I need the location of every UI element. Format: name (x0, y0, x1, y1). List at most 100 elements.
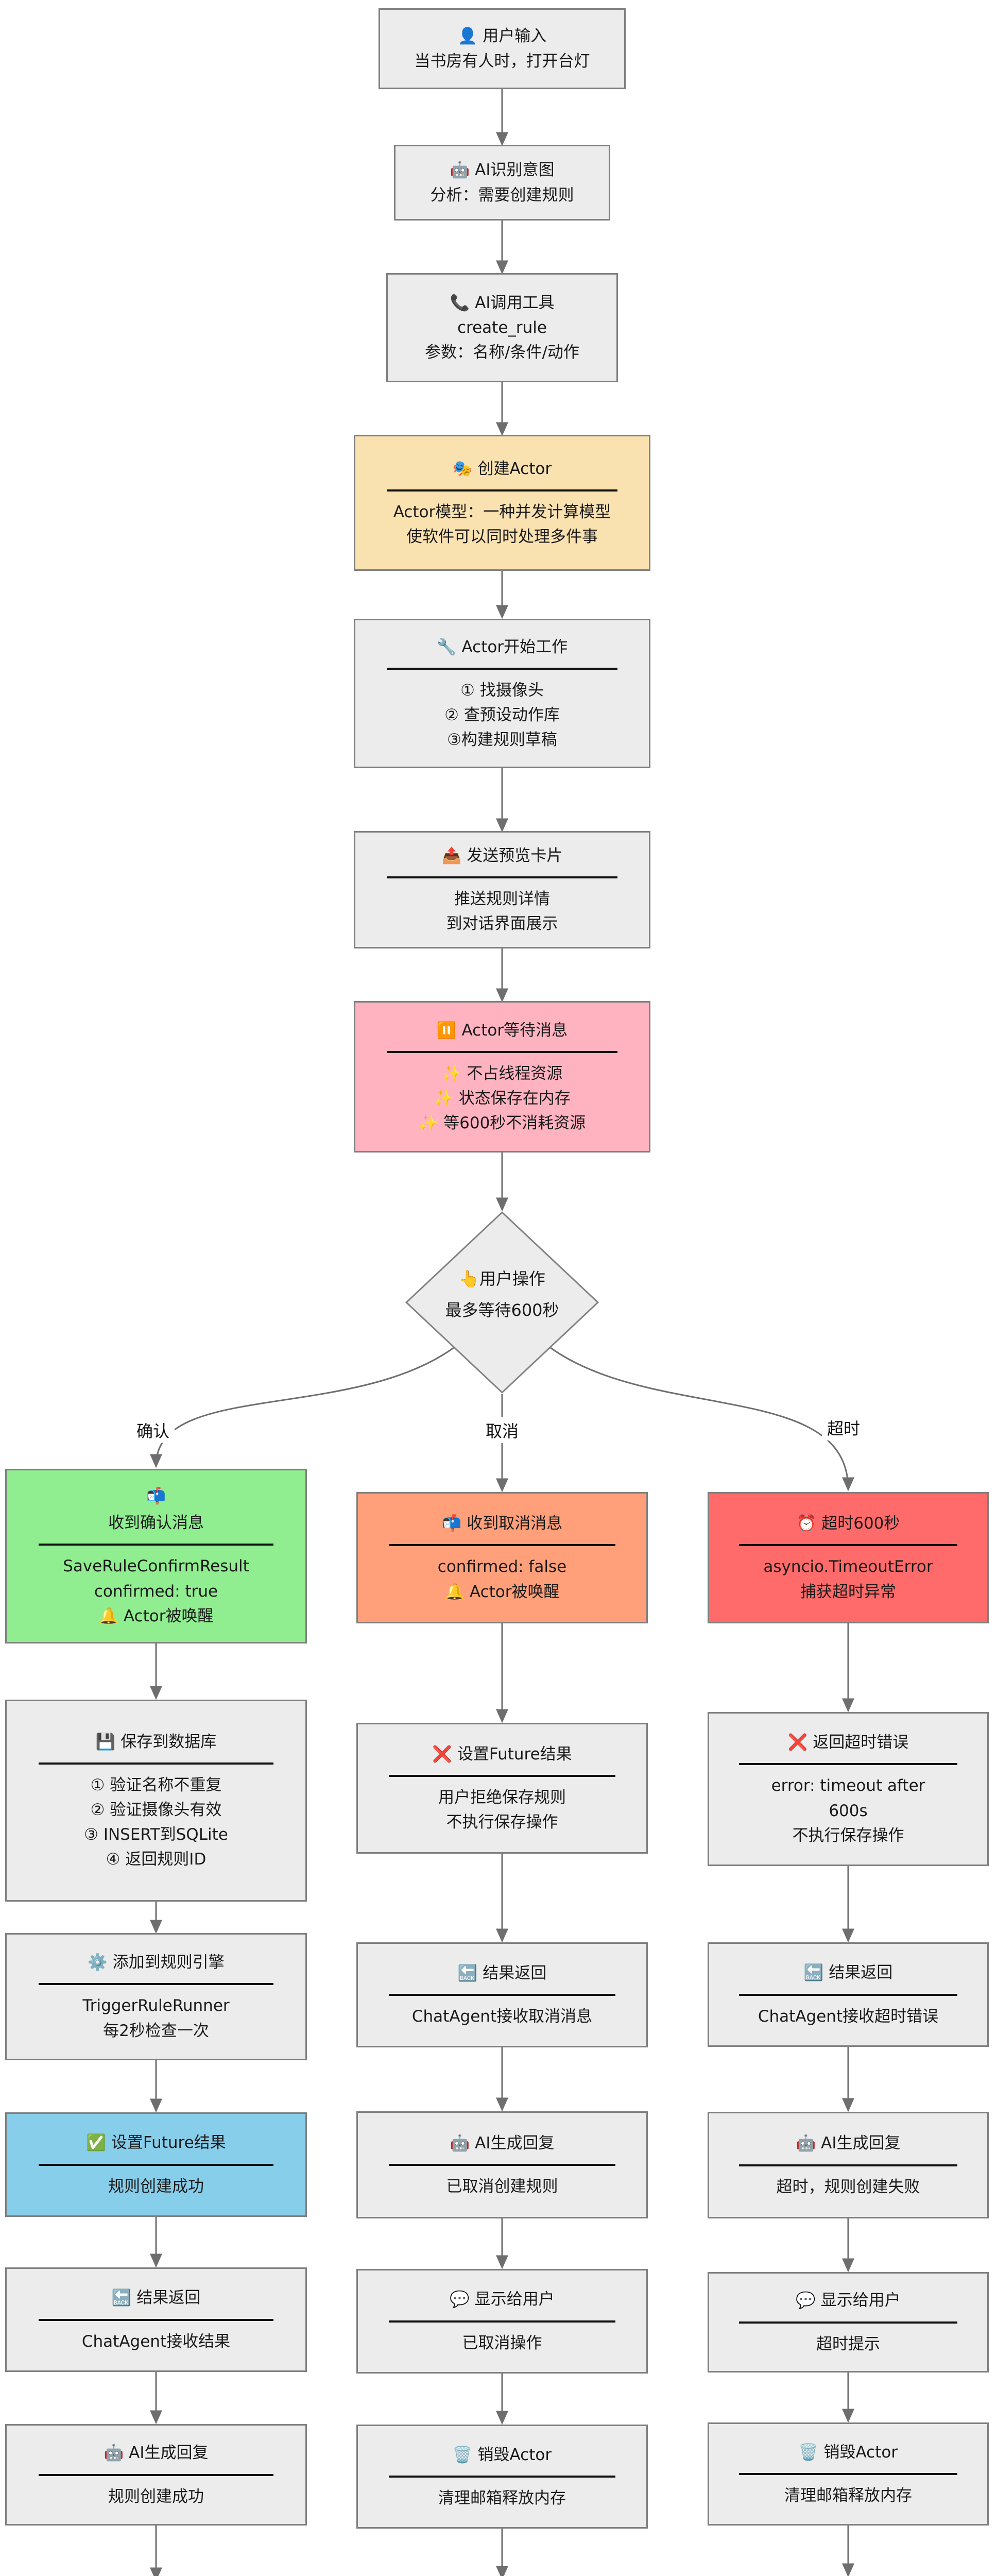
node-divider (386, 489, 618, 492)
node-divider (388, 1544, 616, 1547)
node-add-to-rule-engine-title: ⚙️添加到规则引擎 (88, 1953, 225, 1972)
node-ai-tool-call-title: 📞AI调用工具 (450, 293, 555, 312)
node-send-preview-card: 📤发送预览卡片推送规则详情到对话界面展示 (354, 831, 650, 948)
node-actor-wait-message: ⏸️Actor等待消息 ✨ 不占线程资源 ✨ 状态保存在内存 ✨ 等600秒不消耗资源 (354, 1001, 650, 1153)
robot-icon: 🤖 (450, 2133, 470, 2153)
node-divider (386, 667, 618, 670)
masks-icon: 🎭 (452, 459, 473, 478)
node-divider (739, 1763, 957, 1766)
node-cancel-received-body-line: 🔔 Actor被唤醒 (444, 1582, 560, 1601)
node-confirm-received-title: 📬收到确认消息 (108, 1484, 204, 1535)
node-return-timeout-error-body-line: error: timeout after (771, 1776, 925, 1795)
node-set-future-cancel-title: ❌设置Future结果 (432, 1744, 572, 1764)
decision-title: 👆用户操作 (459, 1269, 545, 1289)
trash-icon: 🗑️ (798, 2443, 819, 2462)
node-save-to-database-body-line: ① 验证名称不重复 (90, 1775, 222, 1794)
node-save-to-database-body-line: ③ INSERT到SQLite (84, 1825, 228, 1844)
node-send-preview-card-body-line: 推送规则详情 (454, 889, 550, 908)
robot-icon: 🤖 (796, 2134, 816, 2153)
node-divider (388, 1994, 616, 1996)
robot-icon: 🤖 (104, 2444, 124, 2463)
node-add-to-rule-engine-body-line: 每2秒检查一次 (103, 2021, 209, 2040)
node-divider (38, 1762, 274, 1765)
node-show-user-timeout-body-line: 超时提示 (816, 2334, 880, 2353)
robot-icon: 🤖 (450, 161, 470, 180)
back-icon: 🔙 (111, 2289, 132, 2308)
node-ai-intent: 🤖AI识别意图分析：需要创建规则 (394, 145, 610, 221)
node-actor-wait-message-body-line: ✨ 不占线程资源 (441, 1064, 563, 1083)
node-divider (38, 2163, 274, 2166)
node-divider (739, 1993, 957, 1996)
check-icon: ✅ (86, 2133, 106, 2153)
node-ai-reply-confirm-title: 🤖AI生成回复 (104, 2444, 209, 2463)
node-ai-reply-timeout: 🤖AI生成回复超时，规则创建失败 (708, 2112, 989, 2218)
node-user-input-body-line: 当书房有人时，打开台灯 (414, 52, 590, 71)
node-result-return-timeout-title: 🔙结果返回 (803, 1963, 893, 1982)
node-ai-tool-call-body-line: create_rule (457, 318, 547, 337)
edge-label-confirm: 确认 (131, 1417, 175, 1443)
save-icon: 💾 (95, 1732, 116, 1751)
node-show-user-timeout: 💬显示给用户超时提示 (708, 2272, 989, 2372)
node-divider (388, 2164, 616, 2166)
node-timeout-600-body-line: asyncio.TimeoutError (763, 1557, 933, 1577)
node-set-future-cancel: ❌设置Future结果用户拒绝保存规则不执行保存操作 (356, 1723, 648, 1854)
user-icon: 👤 (457, 27, 478, 46)
node-divider (38, 2318, 274, 2321)
flow-branch-curve (550, 1347, 854, 1492)
node-divider (386, 876, 618, 878)
back-icon: 🔙 (457, 1963, 478, 1982)
node-divider (388, 2320, 616, 2323)
node-show-user-cancel: 💬显示给用户已取消操作 (356, 2269, 648, 2374)
back-icon: 🔙 (803, 1963, 824, 1982)
node-set-future-success-body-line: 规则创建成功 (108, 2177, 204, 2196)
node-divider (739, 2164, 957, 2166)
wrench-icon: 🔧 (436, 637, 457, 656)
node-create-actor-body-line: 使软件可以同时处理多件事 (406, 528, 598, 547)
node-user-input: 👤用户输入当书房有人时，打开台灯 (379, 8, 626, 89)
pause-icon: ⏸️ (436, 1021, 457, 1040)
node-ai-tool-call-body-line: 参数：名称/条件/动作 (425, 343, 579, 362)
node-divider (38, 1983, 274, 1986)
node-return-timeout-error-title: ❌返回超时错误 (787, 1733, 909, 1752)
node-divider (739, 2473, 957, 2475)
node-actor-wait-message-body-line: ✨ 状态保存在内存 (434, 1089, 571, 1108)
node-destroy-actor-cancel-title: 🗑️销毁Actor (452, 2445, 552, 2464)
node-show-user-timeout-title: 💬显示给用户 (796, 2291, 901, 2310)
node-ai-reply-timeout-body-line: 超时，规则创建失败 (776, 2177, 920, 2196)
node-confirm-received-body-line: 🔔 Actor被唤醒 (98, 1606, 214, 1625)
pointing-up-icon: 👆 (459, 1269, 479, 1289)
cross-icon: ❌ (787, 1733, 808, 1752)
node-actor-start-work-body-line: ② 查预设动作库 (444, 706, 560, 724)
edge-label-cancel: 取消 (480, 1417, 524, 1443)
node-ai-reply-cancel-body-line: 已取消创建规则 (446, 2177, 558, 2196)
node-actor-start-work-body-line: ③构建规则草稿 (447, 731, 557, 750)
node-ai-reply-cancel: 🤖AI生成回复已取消创建规则 (356, 2111, 648, 2218)
node-divider (739, 2321, 957, 2324)
node-show-user-cancel-body-line: 已取消操作 (462, 2333, 542, 2352)
node-actor-wait-message-title: ⏸️Actor等待消息 (436, 1021, 568, 1040)
node-result-return-cancel-title: 🔙结果返回 (457, 1963, 547, 1982)
edge-label-timeout: 超时 (821, 1415, 866, 1440)
node-divider (739, 1544, 957, 1547)
node-actor-wait-message-body-line: ✨ 等600秒不消耗资源 (418, 1114, 586, 1133)
phone-icon: 📞 (450, 293, 470, 312)
decision-user-action: 👆用户操作 最多等待600秒 (373, 1263, 631, 1326)
node-divider (388, 2476, 616, 2478)
node-destroy-actor-timeout-title: 🗑️销毁Actor (798, 2443, 898, 2462)
node-set-future-success: ✅设置Future结果规则创建成功 (5, 2112, 307, 2217)
node-divider (388, 1774, 616, 1777)
node-confirm-received-body-line: SaveRuleConfirmResult (63, 1557, 249, 1576)
node-divider (38, 2473, 274, 2476)
speech-icon: 💬 (796, 2291, 816, 2310)
